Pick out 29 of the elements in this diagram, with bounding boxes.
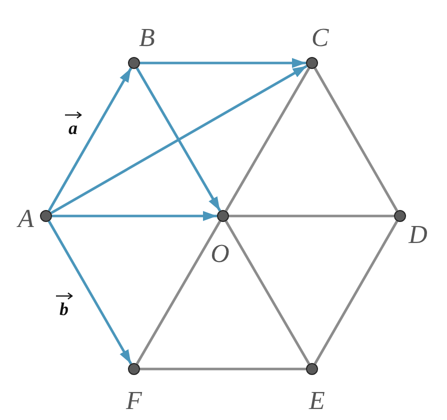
point-dot — [306, 363, 318, 375]
vector-arrow — [140, 58, 306, 68]
point-label: C — [311, 25, 329, 51]
line-segment — [314, 220, 398, 364]
vector-arrow — [48, 220, 132, 364]
point-label: A — [18, 206, 34, 232]
point-dot — [217, 210, 229, 222]
line-segment — [224, 220, 310, 364]
point-label: F — [126, 388, 142, 414]
line-segment — [224, 68, 310, 212]
vector-arrow — [48, 68, 132, 212]
point-label: D — [408, 222, 428, 248]
line-segment — [229, 214, 394, 218]
point-dot — [394, 210, 406, 222]
point-label: O — [210, 241, 230, 267]
line-segment — [140, 368, 306, 370]
vector-arrow — [50, 64, 308, 214]
point-dot — [128, 363, 140, 375]
point-dot — [40, 210, 52, 222]
point-dot — [128, 57, 140, 69]
line-segment — [136, 220, 222, 364]
point-label: B — [139, 25, 155, 51]
vector-arrow — [52, 211, 217, 221]
vector-arrow — [136, 68, 222, 212]
point-label: E — [309, 388, 325, 414]
line-segment — [314, 68, 398, 212]
point-dot — [306, 57, 318, 69]
vector-name: b — [60, 300, 68, 318]
vector-name: a — [68, 119, 78, 137]
